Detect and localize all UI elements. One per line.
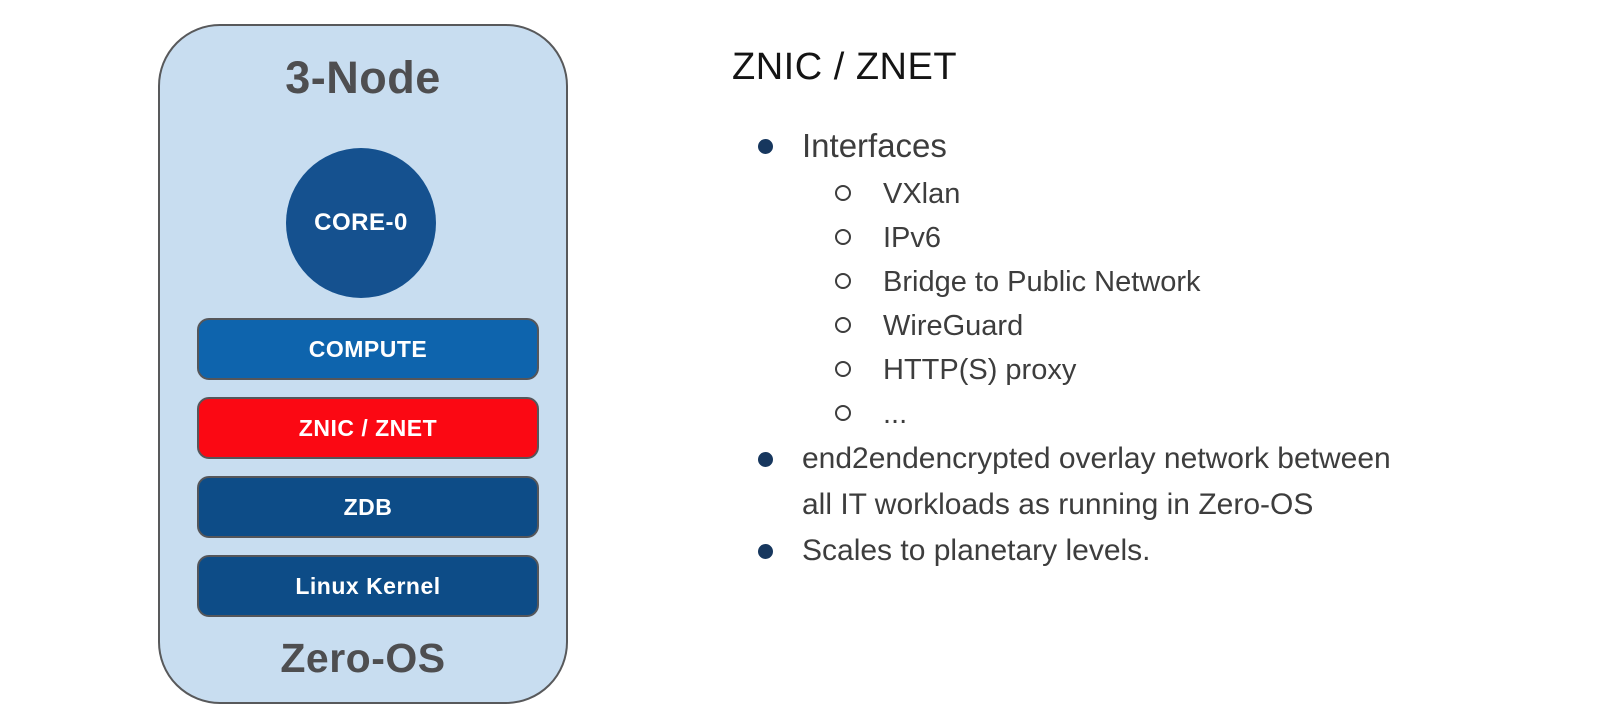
bullet-dot-icon xyxy=(758,139,773,154)
list-item: end2endencrypted overlay network between… xyxy=(732,436,1392,528)
bullet-ring-icon xyxy=(835,317,851,333)
core-0-label: CORE-0 xyxy=(314,209,408,236)
layer-znic-znet: ZNIC / ZNET xyxy=(197,397,539,459)
details-heading: ZNIC / ZNET xyxy=(732,46,958,88)
list-item-label: end2endencrypted overlay network between… xyxy=(802,442,1391,521)
list-subitem: IPv6 xyxy=(732,216,1392,260)
layer-zdb: ZDB xyxy=(197,476,539,538)
node-diagram-panel: 3-Node CORE-0 COMPUTE ZNIC / ZNET ZDB Li… xyxy=(158,24,568,704)
diagram-title: 3-Node xyxy=(285,52,441,103)
layer-compute: COMPUTE xyxy=(197,318,539,380)
bullet-ring-icon xyxy=(835,361,851,377)
list-subitem-label: WireGuard xyxy=(883,310,1024,342)
layer-compute-label: COMPUTE xyxy=(308,335,428,362)
bullet-dot-icon xyxy=(758,452,773,467)
layer-linux-kernel: Linux Kernel xyxy=(197,555,539,617)
list-subitem: VXlan xyxy=(732,172,1392,216)
diagram-footer: Zero-OS xyxy=(280,635,446,681)
layer-zdb-label: ZDB xyxy=(343,493,393,520)
list-subitem-label: HTTP(S) proxy xyxy=(883,354,1077,386)
list-subitem: Bridge to Public Network xyxy=(732,260,1392,304)
list-item: Scales to planetary levels. xyxy=(732,528,1392,574)
bullet-ring-icon xyxy=(835,229,851,245)
bullet-ring-icon xyxy=(835,185,851,201)
list-subitem-label: ... xyxy=(883,398,908,430)
list-item-label: Scales to planetary levels. xyxy=(802,534,1151,567)
list-item-label: Interfaces xyxy=(802,127,947,164)
list-subitem-label: IPv6 xyxy=(883,222,942,254)
layer-linux-kernel-label: Linux Kernel xyxy=(295,572,441,599)
bullet-ring-icon xyxy=(835,405,851,421)
bullet-dot-icon xyxy=(758,544,773,559)
bullet-ring-icon xyxy=(835,273,851,289)
list-subitem: WireGuard xyxy=(732,304,1392,348)
list-subitem: ... xyxy=(732,392,1392,436)
details-bullet-list: Interfaces VXlan IPv6 Bridge to Public N… xyxy=(732,120,1392,574)
layer-znic-znet-label: ZNIC / ZNET xyxy=(298,414,438,441)
list-subitem: HTTP(S) proxy xyxy=(732,348,1392,392)
list-item: Interfaces xyxy=(732,120,1392,172)
list-subitem-label: Bridge to Public Network xyxy=(883,266,1201,298)
core-0-circle: CORE-0 xyxy=(286,148,436,298)
list-subitem-label: VXlan xyxy=(883,178,961,210)
